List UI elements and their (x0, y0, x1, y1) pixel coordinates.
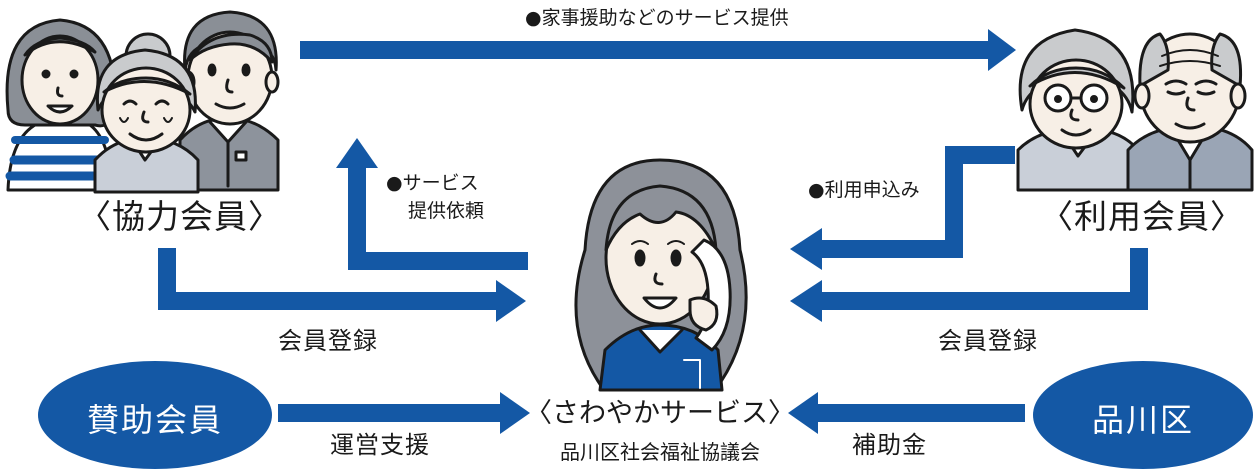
cooperating-member-label: 〈協力会員〉 (78, 197, 282, 236)
arrow-operation-support (278, 392, 530, 434)
label-housework-service: ●家事援助などのサービス提供 (525, 7, 789, 29)
user-member-label: 〈利用会員〉 (1040, 197, 1244, 236)
operator-illustration (574, 158, 748, 392)
arrow-subsidy (788, 392, 1025, 434)
arrow-member-registration-right (790, 248, 1148, 322)
label-member-registration-left: 会員登録 (278, 327, 378, 355)
arrow-service-request (336, 138, 528, 270)
elderly-couple-illustration (1016, 28, 1254, 192)
center-title: 〈さわやかサービス〉 (525, 398, 795, 429)
label-service-request-line2: 提供依頼 (408, 200, 485, 222)
ward-node (1033, 361, 1253, 469)
supporting-member-node (38, 361, 272, 469)
arrow-service-provision (300, 29, 1016, 71)
cooperating-members-illustration (5, 10, 280, 194)
supporting-member-label: 賛助会員 (86, 401, 223, 439)
center-subtitle: 品川区社会福祉協議会 (560, 440, 760, 464)
arrow-usage-application (790, 146, 1015, 270)
label-member-registration-right: 会員登録 (938, 327, 1038, 355)
label-subsidy: 補助金 (852, 431, 927, 459)
label-usage-application: ●利用申込み (808, 179, 920, 201)
label-service-request-line1: ●サービス (386, 172, 479, 194)
arrows (158, 29, 1148, 434)
arrow-member-registration-left (158, 248, 526, 322)
label-operation-support: 運営支援 (330, 431, 430, 459)
ward-label: 品川区 (1091, 401, 1194, 439)
